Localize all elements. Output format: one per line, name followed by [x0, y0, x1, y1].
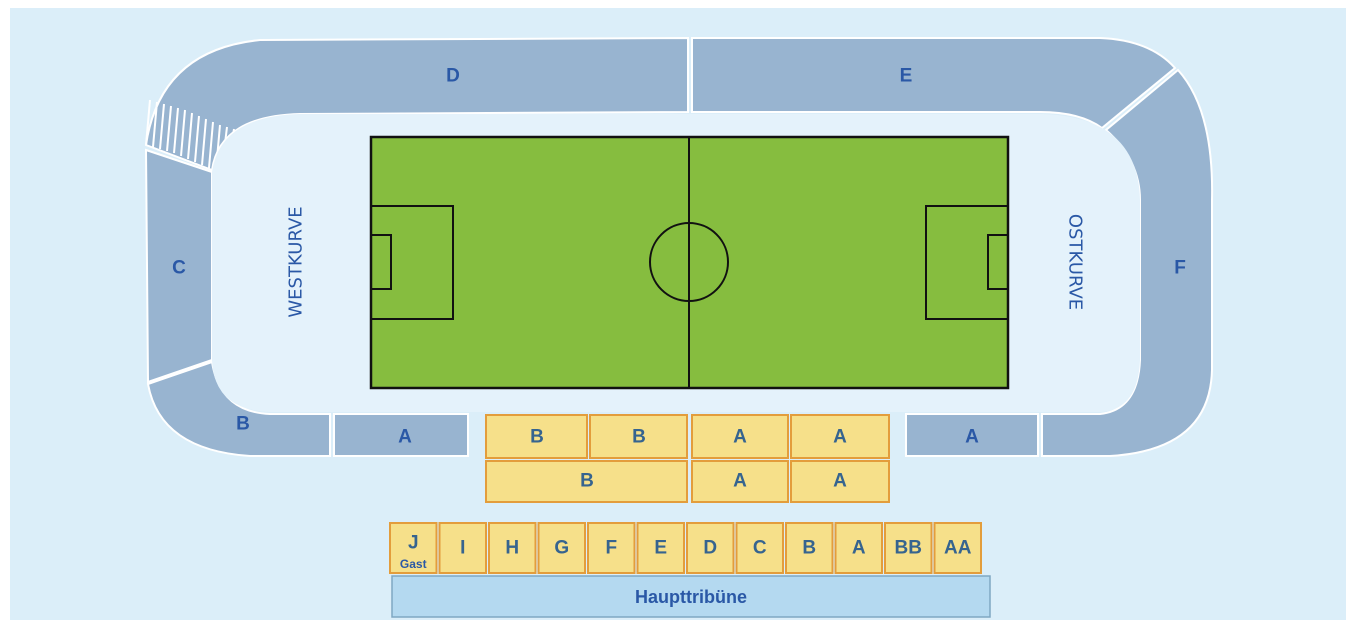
- main-block-7-label: C: [753, 538, 767, 559]
- main-block-0-label: J: [408, 533, 419, 554]
- main-block-9[interactable]: [834, 522, 883, 574]
- center-block-7-label: A: [833, 471, 847, 492]
- section-c-label: C: [172, 258, 186, 279]
- section-d-label: D: [446, 66, 460, 87]
- haupttribuene-bar: [391, 575, 991, 618]
- main-block-4-label: F: [605, 538, 617, 559]
- section-b-label: B: [236, 414, 250, 435]
- main-block-1-label: I: [460, 538, 465, 559]
- main-block-9-label: A: [852, 538, 866, 559]
- main-block-11-label: AA: [944, 538, 972, 559]
- main-block-2-label: H: [505, 538, 519, 559]
- main-block-6-label: D: [703, 538, 717, 559]
- westkurve-label: WESTKURVE: [286, 206, 307, 317]
- center-block-1-label: B: [530, 427, 544, 448]
- main-block-5-label: E: [654, 538, 667, 559]
- main-block-0[interactable]: [389, 522, 438, 574]
- football-pitch: [369, 135, 1010, 390]
- center-block-7[interactable]: [790, 460, 890, 503]
- section-e-label: E: [900, 66, 913, 87]
- center-block-1[interactable]: [485, 414, 588, 459]
- center-block-2[interactable]: [589, 414, 688, 459]
- section-a-right-label: A: [965, 427, 979, 448]
- section-a-left-label: A: [398, 427, 412, 448]
- haupttribuene-label: Haupttribüne: [635, 587, 747, 607]
- stair-hatching: [145, 99, 235, 171]
- main-stand-blocks: J Gast I H G F E D C B A BB AA: [389, 522, 982, 574]
- main-block-8-label: B: [802, 538, 816, 559]
- main-block-8[interactable]: [785, 522, 834, 574]
- center-block-6-label: A: [733, 471, 747, 492]
- main-block-1[interactable]: [438, 522, 487, 574]
- main-block-5[interactable]: [636, 522, 685, 574]
- ostkurve-label: OSTKURVE: [1065, 214, 1086, 310]
- main-block-6[interactable]: [686, 522, 735, 574]
- center-block-2-label: B: [632, 427, 646, 448]
- main-block-3[interactable]: [537, 522, 586, 574]
- main-block-10[interactable]: [884, 522, 933, 574]
- guest-block-note: Gast: [400, 557, 427, 571]
- section-f-label: F: [1174, 258, 1186, 279]
- main-block-7[interactable]: [735, 522, 784, 574]
- center-block-6[interactable]: [691, 460, 789, 503]
- center-block-4-label: A: [833, 427, 847, 448]
- center-block-5[interactable]: [485, 460, 688, 503]
- center-block-4[interactable]: [790, 414, 890, 459]
- center-block-3-label: A: [733, 427, 747, 448]
- main-block-2[interactable]: [488, 522, 537, 574]
- main-block-4[interactable]: [587, 522, 636, 574]
- main-block-10-label: BB: [895, 538, 922, 559]
- main-block-11[interactable]: [933, 522, 982, 574]
- outer-stand-ring: [144, 36, 1214, 457]
- center-block-3[interactable]: [691, 414, 789, 459]
- center-stand: B B A A B A A: [485, 414, 890, 503]
- center-block-5-label: B: [580, 471, 594, 492]
- main-block-3-label: G: [554, 538, 569, 559]
